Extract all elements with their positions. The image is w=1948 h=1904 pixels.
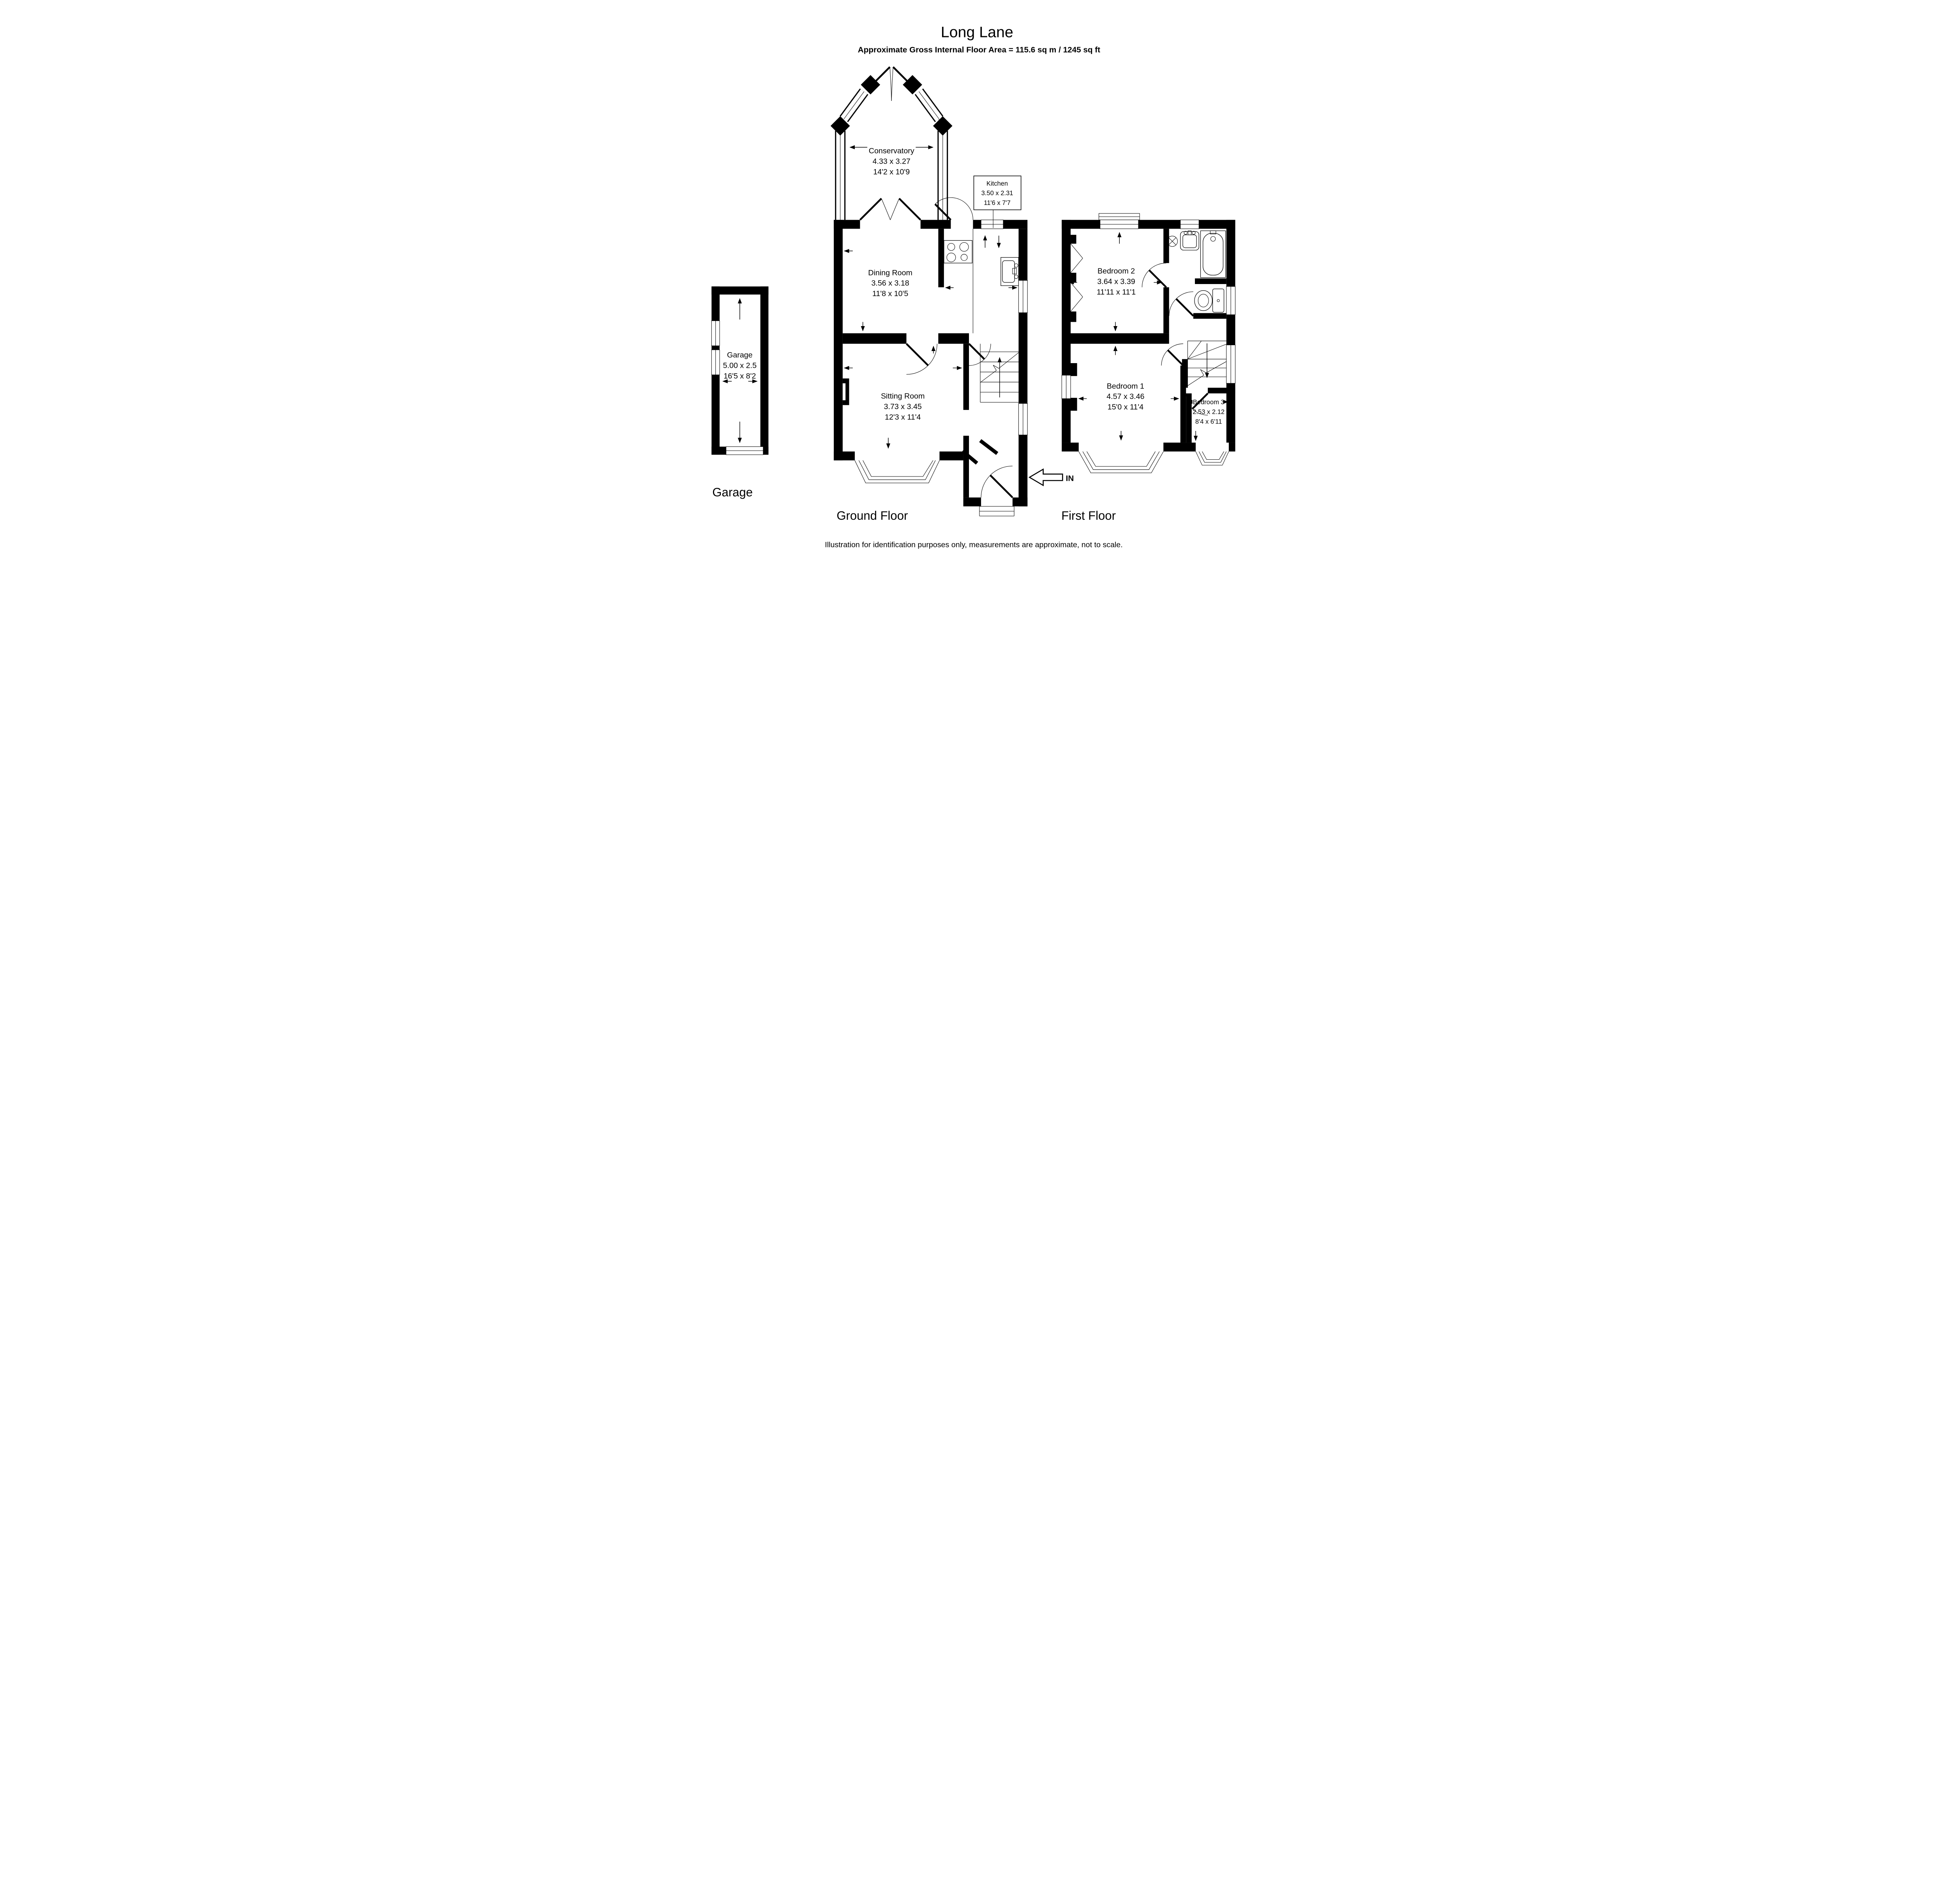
- room-metric: 4.33 x 3.27: [873, 157, 910, 166]
- room-metric: 3.73 x 3.45: [884, 402, 922, 411]
- toilet-icon: [1194, 288, 1225, 313]
- door-icon: [905, 343, 937, 375]
- floorplan-page: Long Lane Approximate Gross Internal Flo…: [662, 0, 1286, 574]
- page-subtitle: Approximate Gross Internal Floor Area = …: [858, 46, 1100, 55]
- window-icon: [1018, 280, 1028, 313]
- in-arrow-icon: [1028, 468, 1063, 487]
- room-sitting: Sitting Room 3.73 x 3.45 12'3 x 11'4: [844, 346, 962, 483]
- corner-post-icon: [903, 75, 922, 95]
- french-door-icon: [859, 198, 921, 221]
- room-dining: Dining Room 3.56 x 3.18 11'8 x 10'5: [844, 249, 937, 375]
- room-dining-label: Dining Room 3.56 x 3.18 11'8 x 10'5: [868, 268, 912, 298]
- room-imperial: 12'3 x 11'4: [885, 413, 921, 422]
- kitchen-sink-icon: [1000, 257, 1019, 286]
- room-bedroom2-label: Bedroom 2 3.64 x 3.39 11'11 x 11'1: [1097, 267, 1136, 296]
- window-icon: [981, 219, 1004, 229]
- door-icon: [934, 197, 973, 221]
- in-label: IN: [1066, 474, 1074, 483]
- door-icon: [1161, 343, 1184, 366]
- window-icon: [1180, 219, 1199, 229]
- room-metric: 2.53 x 2.12: [1193, 408, 1225, 416]
- door-icon: [1186, 393, 1209, 416]
- room-imperial: 11'11 x 11'1: [1097, 288, 1136, 296]
- stove-icon: [944, 240, 972, 263]
- first-floor-walls: [1061, 220, 1235, 452]
- room-imperial: 15'0 x 11'4: [1108, 403, 1143, 411]
- room-name: Conservatory: [869, 147, 914, 155]
- bay-window-icon: [1078, 451, 1164, 473]
- room-name: Bedroom 2: [1098, 267, 1135, 275]
- bath-icon: [1200, 230, 1226, 278]
- garage-window-icon: [711, 320, 720, 375]
- room-conservatory-label: Conservatory 4.33 x 3.27 14'2 x 10'9: [869, 147, 914, 176]
- room-metric: 3.50 x 2.31: [981, 189, 1013, 197]
- bathroom: [1167, 219, 1236, 317]
- porch-steps-icon: [979, 506, 1015, 517]
- garage-door-icon: [726, 446, 764, 455]
- french-door-icon: [875, 66, 908, 101]
- bay-window-icon: [854, 460, 940, 483]
- room-kitchen: Kitchen 3.50 x 2.31 11'6 x 7'7: [944, 175, 1028, 334]
- section-label-first: First Floor: [1061, 509, 1116, 522]
- room-garage-label: Garage 5.00 x 2.5 16'5 x 8'2: [723, 351, 757, 381]
- floorplan-canvas: Long Lane Approximate Gross Internal Flo…: [662, 0, 1286, 574]
- footer-disclaimer: Illustration for identification purposes…: [825, 540, 1122, 549]
- fan-icon: [1167, 236, 1178, 247]
- room-name: Kitchen: [986, 180, 1008, 187]
- section-label-garage: Garage: [712, 485, 753, 499]
- window-icon: [1018, 403, 1028, 435]
- basin-icon: [1180, 230, 1199, 251]
- ground-floor-plan: Conservatory 4.33 x 3.27 14'2 x 10'9: [830, 66, 1074, 522]
- room-bedroom3-label: Bedroom 3 2.53 x 2.12 8'4 x 6'11: [1193, 399, 1225, 425]
- room-name: Bedroom 1: [1107, 382, 1144, 390]
- room-bedroom1-label: Bedroom 1 4.57 x 3.46 15'0 x 11'4: [1106, 382, 1144, 411]
- room-kitchen-label: Kitchen 3.50 x 2.31 11'6 x 7'7: [973, 175, 1022, 228]
- room-imperial: 11'6 x 7'7: [984, 199, 1011, 206]
- first-floor-plan: Bedroom 2 3.64 x 3.39 11'11 x 11'1: [1061, 213, 1236, 522]
- page-title: Long Lane: [941, 23, 1013, 41]
- room-name: Garage: [727, 351, 753, 360]
- room-metric: 3.56 x 3.18: [871, 279, 909, 288]
- room-imperial: 14'2 x 10'9: [873, 168, 910, 176]
- entrance-in-arrow: IN: [1028, 468, 1074, 487]
- window-icon: [1098, 213, 1140, 229]
- room-imperial: 16'5 x 8'2: [723, 372, 756, 380]
- bay-window-icon: [1195, 451, 1229, 466]
- room-bedroom1: Bedroom 1 4.57 x 3.46 15'0 x 11'4: [1078, 343, 1184, 473]
- garage-plan: Garage 5.00 x 2.5 16'5 x 8'2 Garage: [711, 286, 769, 499]
- door-icon: [1169, 291, 1194, 317]
- room-name: Dining Room: [868, 268, 912, 277]
- room-metric: 4.57 x 3.46: [1106, 392, 1144, 401]
- front-door-icon: [981, 466, 1013, 498]
- room-sitting-label: Sitting Room 3.73 x 3.45 12'3 x 11'4: [881, 392, 925, 422]
- chimney-breast-icon: [1071, 363, 1077, 376]
- stairs-icon: [1187, 341, 1236, 388]
- corner-post-icon: [861, 75, 880, 95]
- room-imperial: 11'8 x 10'5: [872, 289, 908, 298]
- stairs-icon: [980, 344, 1019, 403]
- porch-lobby-walls: [961, 439, 999, 465]
- window-icon: [1226, 286, 1236, 315]
- room-imperial: 8'4 x 6'11: [1195, 418, 1222, 425]
- door-icon: [968, 343, 991, 366]
- room-conservatory: Conservatory 4.33 x 3.27 14'2 x 10'9: [830, 66, 953, 220]
- corner-post-icon: [830, 116, 850, 136]
- alcove-icon: [1070, 244, 1083, 312]
- window-icon: [1226, 344, 1236, 384]
- room-name: Sitting Room: [881, 392, 925, 401]
- room-metric: 3.64 x 3.39: [1097, 277, 1135, 286]
- chimney-breast-icon: [1071, 398, 1077, 411]
- room-bedroom2: Bedroom 2 3.64 x 3.39 11'11 x 11'1: [1068, 213, 1167, 355]
- door-icon: [1142, 263, 1167, 288]
- room-bedroom3: Bedroom 3 2.53 x 2.12 8'4 x 6'11: [1186, 393, 1229, 466]
- section-label-ground: Ground Floor: [836, 509, 908, 522]
- entrance-hall: IN: [961, 343, 1074, 517]
- ground-floor-walls: [834, 220, 1028, 506]
- room-metric: 5.00 x 2.5: [723, 361, 757, 370]
